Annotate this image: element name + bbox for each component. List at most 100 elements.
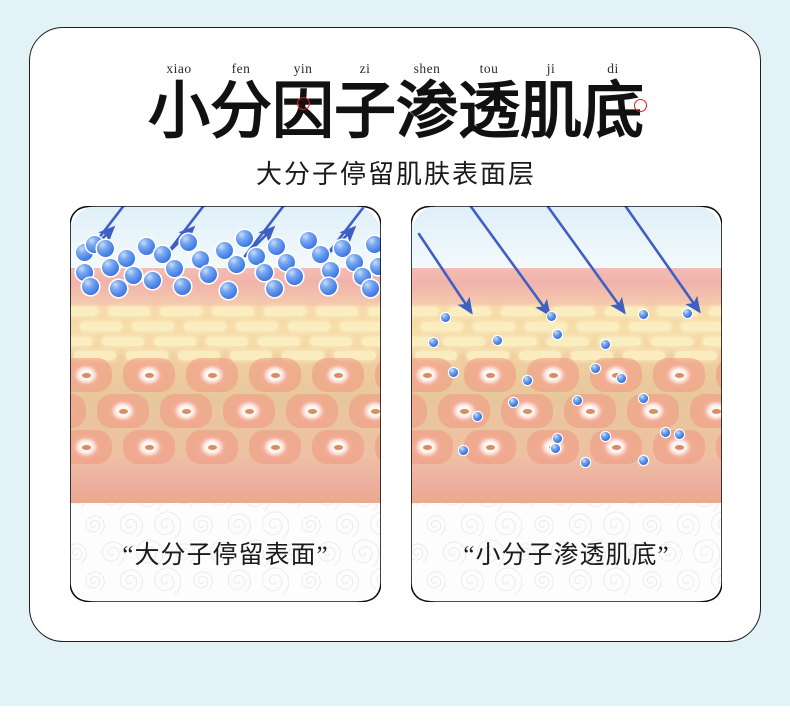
swirl-motif bbox=[370, 511, 381, 540]
corneocyte-brick bbox=[258, 337, 300, 346]
corneocyte-brick bbox=[178, 351, 220, 360]
corneocyte-brick bbox=[629, 322, 671, 331]
content-card: xiao fen yin zi shen tou ji di 小分因子渗透肌底 … bbox=[29, 27, 761, 642]
corneocyte-brick bbox=[599, 337, 641, 346]
small-molecule bbox=[661, 428, 670, 437]
swirl-motif bbox=[193, 515, 213, 535]
swirl-motif bbox=[193, 571, 213, 591]
dermal-cell bbox=[438, 394, 490, 428]
dermal-cell bbox=[716, 358, 722, 392]
swirl-motif bbox=[495, 567, 523, 596]
corneocyte-brick bbox=[547, 337, 589, 346]
swirl-motif bbox=[119, 569, 144, 594]
large-molecule bbox=[144, 272, 161, 289]
swirl-motif bbox=[227, 569, 252, 594]
large-molecule bbox=[110, 280, 127, 297]
small-molecule bbox=[683, 309, 692, 318]
comparison-panels: “大分子停留表面” bbox=[70, 206, 722, 602]
cell-nucleus bbox=[548, 372, 558, 378]
corneocyte-brick bbox=[74, 351, 116, 360]
dermal-cell bbox=[70, 394, 86, 428]
corneocyte-brick bbox=[154, 337, 196, 346]
small-molecule bbox=[509, 398, 518, 407]
swirl-motif bbox=[442, 541, 467, 566]
cell-nucleus bbox=[485, 372, 495, 378]
cell-nucleus bbox=[522, 408, 532, 414]
large-molecule bbox=[216, 242, 233, 259]
dermal-cell bbox=[249, 430, 301, 464]
swirl-motif bbox=[244, 539, 272, 568]
dermal-cell bbox=[411, 358, 453, 392]
large-molecule bbox=[248, 248, 265, 265]
cell-nucleus bbox=[648, 408, 658, 414]
corneocyte-brick bbox=[206, 337, 248, 346]
dermal-cell bbox=[186, 430, 238, 464]
corneocyte-brick bbox=[236, 322, 278, 331]
small-molecule bbox=[639, 456, 648, 465]
dermal-cell bbox=[627, 394, 679, 428]
dermal-cell bbox=[160, 394, 212, 428]
large-molecule bbox=[268, 238, 285, 255]
dermal-cell bbox=[564, 394, 616, 428]
small-molecule bbox=[581, 458, 590, 467]
cell-nucleus bbox=[181, 408, 191, 414]
small-molecule bbox=[547, 312, 556, 321]
skin-cross-section-right bbox=[411, 206, 722, 503]
corneocyte-brick bbox=[577, 322, 619, 331]
skin-cross-section-left bbox=[70, 206, 381, 503]
cell-nucleus bbox=[307, 408, 317, 414]
swirl-motif bbox=[534, 571, 554, 591]
cell-nucleus bbox=[118, 408, 128, 414]
swirl-motif bbox=[352, 539, 380, 568]
pinyin-2: fen bbox=[231, 61, 251, 76]
swirl-motif bbox=[658, 541, 683, 566]
dermal-cell bbox=[411, 394, 427, 428]
swirl-motif bbox=[426, 571, 446, 591]
corneocyte-brick bbox=[411, 337, 433, 346]
swirl-motif bbox=[335, 513, 360, 538]
cell-nucleus bbox=[459, 408, 469, 414]
cell-nucleus bbox=[611, 444, 621, 450]
corneocyte-brick bbox=[184, 322, 226, 331]
dermal-cell bbox=[716, 430, 722, 464]
pinyin-5: shen bbox=[413, 61, 441, 76]
large-molecule bbox=[102, 259, 119, 276]
corneocyte-brick bbox=[102, 337, 144, 346]
swirl-motif bbox=[154, 567, 182, 596]
large-molecule bbox=[180, 234, 197, 251]
swirl-motif bbox=[642, 571, 662, 591]
cell-nucleus bbox=[333, 372, 343, 378]
title-char-1: 小 bbox=[148, 78, 212, 146]
swirl-motif bbox=[209, 541, 234, 566]
title-char-3: 因 bbox=[272, 78, 336, 146]
title-char-5: 渗 bbox=[396, 78, 460, 146]
cell-nucleus bbox=[674, 372, 684, 378]
corneocyte-brick bbox=[709, 307, 722, 316]
dermal-cell bbox=[186, 358, 238, 392]
corneocyte-brick bbox=[108, 307, 150, 316]
small-molecule bbox=[639, 394, 648, 403]
small-molecule bbox=[553, 330, 562, 339]
dermal-cells-right bbox=[411, 356, 722, 466]
cell-nucleus bbox=[674, 444, 684, 450]
cell-nucleus bbox=[270, 372, 280, 378]
large-molecule bbox=[312, 246, 329, 263]
small-molecule bbox=[591, 364, 600, 373]
swirl-motif bbox=[317, 541, 342, 566]
swirl-motif bbox=[676, 569, 701, 594]
small-molecule bbox=[493, 336, 502, 345]
dermal-cells-left bbox=[70, 356, 381, 466]
swirl-motif bbox=[585, 539, 613, 568]
dermal-cell bbox=[464, 358, 516, 392]
large-molecule bbox=[286, 268, 303, 285]
dermal-cell bbox=[123, 358, 175, 392]
swirl-motif bbox=[175, 543, 195, 563]
small-molecule bbox=[553, 434, 562, 443]
dermal-cell bbox=[70, 430, 112, 464]
dermal-cell bbox=[223, 394, 275, 428]
swirl-motif bbox=[642, 515, 662, 535]
cell-nucleus bbox=[207, 372, 217, 378]
pinyin-3: yin bbox=[293, 61, 313, 76]
swirl-motif bbox=[603, 511, 631, 540]
corneocyte-brick bbox=[334, 351, 376, 360]
